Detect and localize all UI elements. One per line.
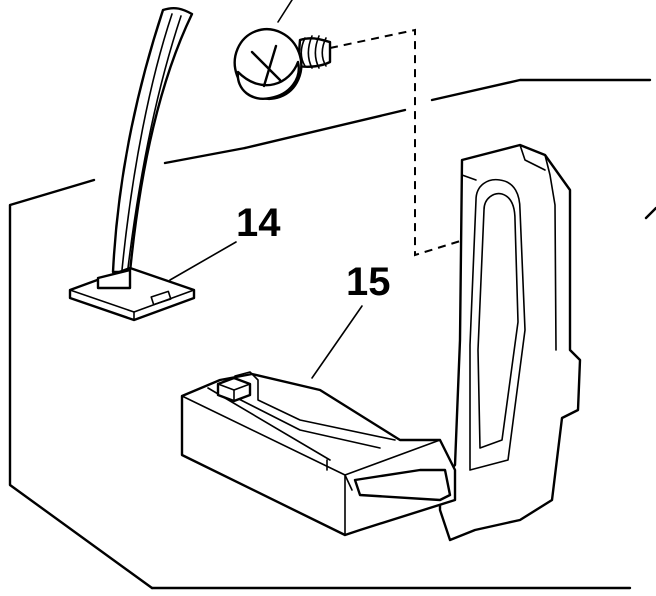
bracket-part-15: [180, 143, 582, 542]
screw: [233, 0, 332, 100]
leader-line-14: [169, 241, 237, 281]
sensor-board-part-14: [68, 266, 196, 322]
callout-label-15: 15: [346, 260, 391, 304]
cable: [111, 6, 194, 274]
assembly-path-dashed: [329, 28, 513, 257]
callout-label-14: 14: [236, 201, 281, 245]
leader-line-15: [311, 305, 363, 379]
base-panel: [8, 78, 656, 590]
